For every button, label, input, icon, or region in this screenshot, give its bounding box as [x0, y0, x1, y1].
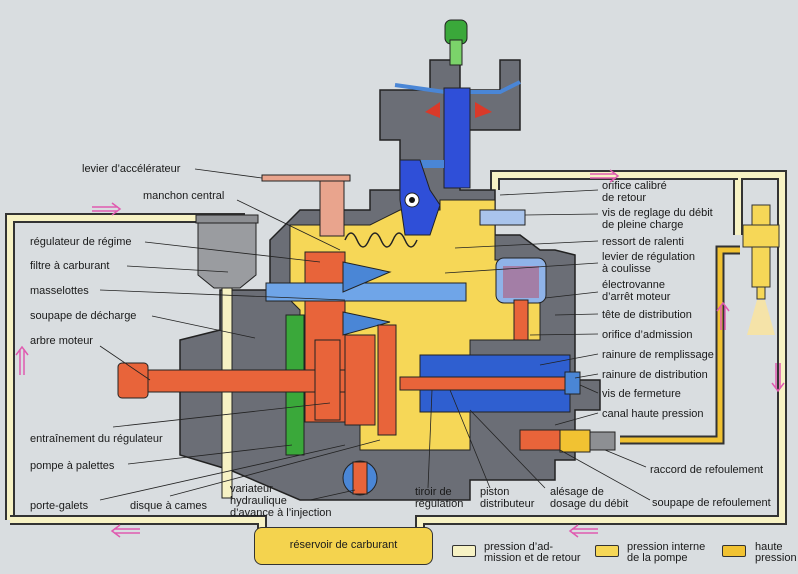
distributor-head	[399, 354, 581, 413]
injector	[742, 204, 780, 335]
label-masselottes: masselottes	[30, 285, 89, 297]
label-canal-haute-pression: canal haute pression	[602, 408, 704, 420]
label-tiroir-regulation: tiroir de régulation	[415, 486, 464, 510]
label-variateur: variateur hydraulique d’avance à l’injec…	[230, 483, 332, 519]
label-orifice-admission: orifice d’admission	[602, 329, 693, 341]
legend-label-internal: pression interne de la pompe	[627, 541, 706, 564]
accelerator-lever	[261, 174, 418, 248]
label-disque-cames: disque à cames	[130, 500, 208, 512]
fuel-filter	[195, 214, 259, 499]
stop-lever	[399, 159, 441, 236]
legend-swatch-admission	[452, 545, 476, 557]
label-vis-reglage: vis de reglage du débit de pleine charge	[602, 207, 713, 231]
label-pompe-palettes: pompe à palettes	[30, 460, 115, 472]
governor-top	[394, 19, 521, 189]
fuel-tank-label: réservoir de carburant	[289, 539, 398, 551]
leader-lines	[99, 168, 651, 501]
governor-assembly	[265, 251, 467, 423]
flow-arrows	[15, 169, 785, 538]
label-electrovanne: électrovanne d’arrêt moteur	[602, 279, 671, 303]
legend-swatch-high	[722, 545, 746, 557]
high-pressure-line	[620, 245, 740, 445]
full-load-screw	[479, 209, 526, 226]
label-tete-distribution: tête de distribution	[602, 309, 692, 321]
legend-label-admission: pression d’ad- mission et de retour	[484, 541, 581, 564]
label-vis-fermeture: vis de fermeture	[602, 388, 681, 400]
fuel-tank: réservoir de carburant	[254, 527, 433, 565]
label-arbre-moteur: arbre moteur	[30, 335, 93, 347]
label-soupape-decharge: soupape de décharge	[30, 310, 137, 322]
label-manchon-central: manchon central	[143, 190, 225, 202]
legend-label-high: haute pression	[755, 541, 797, 564]
label-rainure-remplissage: rainure de remplissage	[602, 349, 714, 361]
label-entrainement-regulateur: entraînement du régulateur	[30, 433, 163, 445]
label-filtre-carburant: filtre à carburant	[30, 260, 110, 272]
label-orifice-calibre: orifice calibré de retour	[602, 180, 667, 204]
label-alesage-dosage: alésage de dosage du débit	[550, 486, 629, 510]
label-piston-distributeur: piston distributeur	[480, 486, 535, 510]
label-porte-galets: porte-galets	[30, 500, 89, 512]
label-levier-regulation: levier de régulation à coulisse	[602, 251, 695, 275]
delivery-valve	[519, 429, 616, 453]
legend-swatch-internal	[595, 545, 619, 557]
label-soupape-refoulement: soupape de refoulement	[652, 497, 771, 509]
admission-return-circuit	[5, 170, 787, 530]
hydraulic-timer	[342, 460, 378, 496]
label-levier-accelerateur: levier d’accélérateur	[82, 163, 181, 175]
drive-shaft	[117, 324, 397, 436]
label-ressort-ralenti: ressort de ralenti	[602, 236, 684, 248]
label-regulateur-regime: régulateur de régime	[30, 236, 132, 248]
label-raccord-refoulement: raccord de refoulement	[650, 464, 764, 476]
label-rainure-distribution: rainure de distribution	[602, 369, 708, 381]
